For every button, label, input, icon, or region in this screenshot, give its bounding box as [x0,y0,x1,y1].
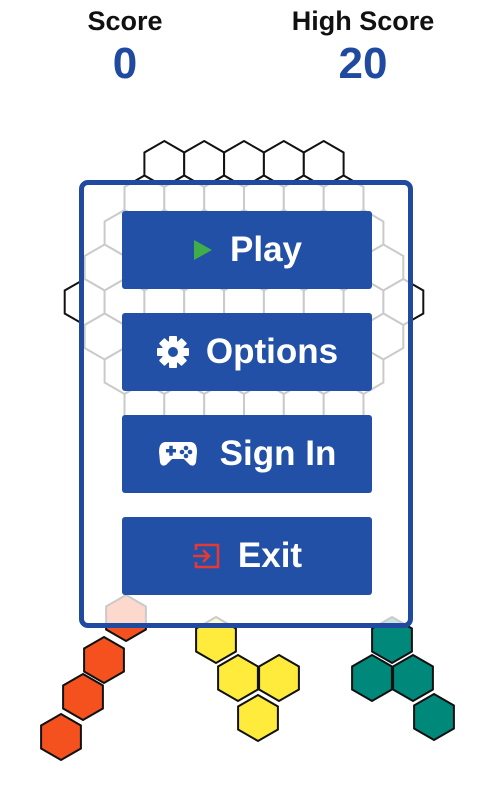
options-label: Options [205,332,339,371]
piece-cell-orange [62,672,104,722]
exit-label: Exit [237,536,303,575]
piece-cell-teal [413,692,455,742]
high-score-display: High Score 20 [268,6,458,89]
sign-in-button[interactable]: Sign In [122,415,372,493]
gamepad-icon [158,440,198,468]
piece-cell-yellow [258,653,300,703]
piece-cell-teal [351,653,393,703]
exit-button[interactable]: Exit [122,517,372,595]
piece-cell-yellow [195,615,237,665]
gear-icon [156,335,190,369]
play-label: Play [230,230,302,269]
piece-cell-yellow [217,653,259,703]
exit-icon [192,542,222,570]
piece-cell-orange [40,712,82,762]
score-display: Score 0 [65,6,185,89]
play-icon [192,238,214,262]
score-value: 0 [112,39,138,88]
piece-cell-teal [371,615,413,665]
high-score-value: 20 [338,39,388,88]
main-menu-panel: Play Options [79,180,413,628]
options-button[interactable]: Options [122,313,372,391]
piece-cell-yellow [237,693,279,743]
piece-cell-orange [83,635,125,685]
play-button[interactable]: Play [122,211,372,289]
sign-in-label: Sign In [219,434,337,473]
score-label: Score [87,6,163,36]
piece-cell-teal [392,653,434,703]
high-score-label: High Score [291,6,435,36]
